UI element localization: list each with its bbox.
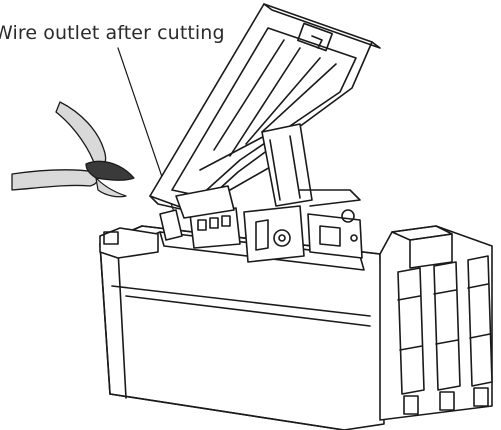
breaker-mechanism <box>159 205 365 271</box>
breaker-lid-open <box>149 3 381 219</box>
breaker-terminal-block <box>379 225 493 421</box>
circuit-breaker-icon <box>99 205 493 430</box>
breaker-left-cap <box>99 227 159 259</box>
wire-cutter-icon <box>11 101 135 198</box>
lid-hinge-arm <box>261 123 313 207</box>
callout-label: Wire outlet after cutting <box>0 22 225 44</box>
wire-outlet <box>159 209 183 241</box>
